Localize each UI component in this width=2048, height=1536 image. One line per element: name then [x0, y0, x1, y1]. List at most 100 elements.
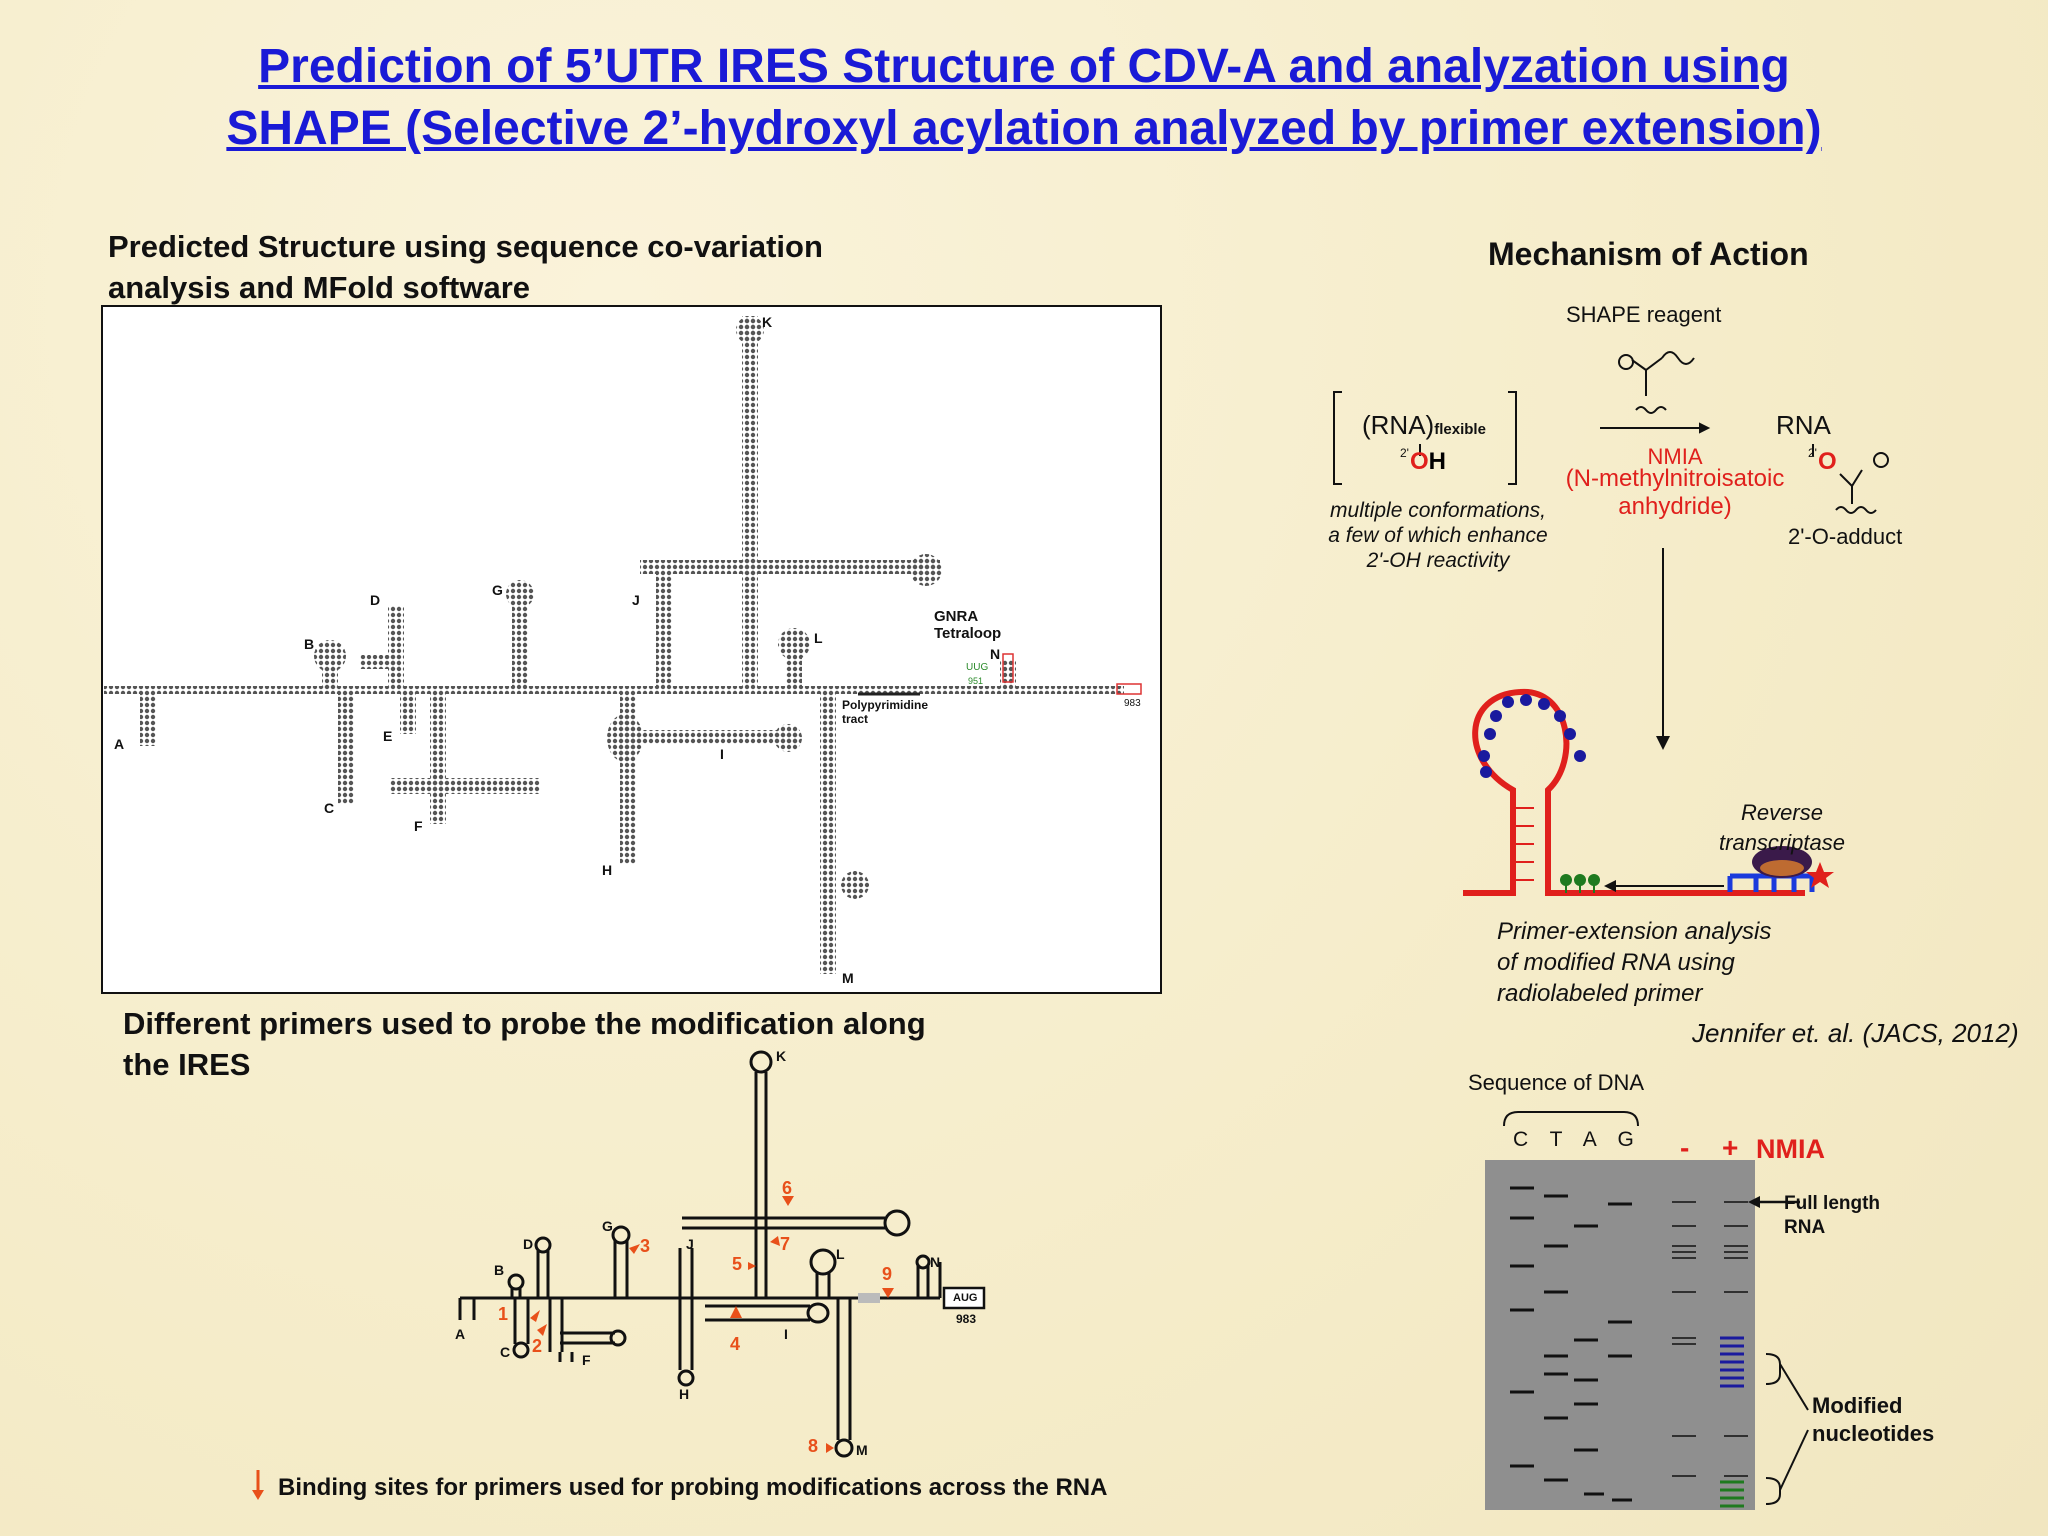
- map-label-c: C: [500, 1344, 511, 1360]
- loop-label-g: G: [492, 582, 503, 598]
- full-length-line-1: Full length: [1784, 1193, 1881, 1214]
- map-label-f: F: [582, 1352, 591, 1368]
- primer-4-label: 4: [730, 1334, 741, 1354]
- primer-1-label: 1: [498, 1304, 509, 1324]
- rt-line-1: Reverse: [1741, 800, 1823, 825]
- slide-title: Prediction of 5’UTR IRES Structure of CD…: [0, 36, 2048, 160]
- primer-5-label: 5: [732, 1254, 743, 1274]
- gnra-tetraloop-label: GNRA Tetraloop: [934, 608, 1002, 642]
- predicted-heading-line-2: analysis and MFold software: [108, 270, 531, 305]
- hairpin-diagram: [1463, 688, 1834, 896]
- adduct-label: 2'-O-adduct: [1788, 524, 1903, 549]
- citation: Jennifer et. al. (JACS, 2012): [1692, 1018, 2019, 1048]
- predicted-heading-line-1: Predicted Structure using sequence co-va…: [108, 229, 823, 264]
- desc-line-1: multiple conformations,: [1330, 499, 1546, 522]
- primers-heading-line-1: Different primers used to probe the modi…: [123, 1006, 926, 1041]
- map-label-j: J: [686, 1236, 694, 1252]
- map-label-b: B: [494, 1262, 505, 1278]
- loop-label-b: B: [304, 636, 315, 652]
- shape-reagent-label: SHAPE reagent: [1566, 302, 1722, 327]
- pe-line-1: Primer-extension analysis: [1497, 918, 1772, 945]
- reverse-transcriptase-label: Reverse transcriptase: [1712, 798, 1852, 858]
- lane-bracket: [1503, 1111, 1639, 1127]
- nmia-full-line-2: anhydride): [1618, 493, 1732, 520]
- loop-label-l: L: [814, 630, 823, 646]
- title-line-2: SHAPE (Selective 2’-hydroxyl acylation a…: [226, 102, 1822, 155]
- primer-9-label: 9: [882, 1264, 893, 1284]
- product-o: O: [1818, 448, 1837, 475]
- title-line-1: Prediction of 5’UTR IRES Structure of CD…: [258, 40, 1790, 93]
- lane-a: A: [1582, 1128, 1596, 1151]
- nmia-label: NMIA (N-methylnitroisatoic anhydride): [1555, 442, 1795, 522]
- primer-7-label: 7: [780, 1234, 791, 1254]
- product-2prime: 2': [1808, 446, 1817, 460]
- modified-nucleotides-label: Modified nucleotides: [1812, 1392, 1934, 1448]
- pe-line-2: of modified RNA using: [1497, 949, 1735, 976]
- loop-label-i: I: [720, 746, 724, 762]
- gel-bands: [1510, 1186, 1632, 1502]
- loop-label-e: E: [383, 728, 393, 744]
- map-label-n: N: [930, 1254, 941, 1270]
- primer-3-label: 3: [640, 1236, 651, 1256]
- lane-c: C: [1513, 1128, 1529, 1151]
- map-983-label: 983: [956, 1312, 977, 1326]
- predicted-structure: [104, 316, 1124, 974]
- modified-line-2: nucleotides: [1812, 1421, 1935, 1446]
- primer-8-label: 8: [808, 1436, 819, 1456]
- lane-g: G: [1617, 1128, 1634, 1151]
- primer-legend-caption: Binding sites for primers used for probi…: [278, 1474, 1108, 1501]
- rt-line-2: transcriptase: [1719, 830, 1845, 855]
- aug-box-label: AUG: [953, 1292, 978, 1304]
- predicted-structure-box: [101, 305, 1162, 994]
- full-length-label: Full length RNA: [1784, 1192, 1880, 1240]
- modified-line-1: Modified: [1812, 1393, 1903, 1418]
- gel-sequence-title: Sequence of DNA: [1468, 1070, 1645, 1095]
- plus-lane-label: +: [1722, 1132, 1739, 1163]
- map-label-d: D: [523, 1236, 534, 1252]
- primers-heading-line-2: the IRES: [123, 1047, 251, 1082]
- flexible-subscript: flexible: [1434, 421, 1486, 438]
- loop-label-j: J: [632, 592, 640, 608]
- nmia-abbrev: NMIA: [1647, 444, 1703, 469]
- loop-label-m: M: [842, 970, 854, 986]
- rna-flexible-label: (RNA): [1362, 410, 1435, 440]
- mechanism-heading: Mechanism of Action: [1488, 236, 1809, 272]
- oh-h: H: [1428, 448, 1447, 475]
- loop-label-k: K: [762, 314, 773, 330]
- primer-extension-description: Primer-extension analysis of modified RN…: [1497, 916, 1771, 1009]
- map-label-m: M: [856, 1442, 868, 1458]
- loop-label-h: H: [602, 862, 613, 878]
- conformations-description: multiple conformations, a few of which e…: [1298, 498, 1578, 573]
- pos-983-label: 983: [1124, 698, 1141, 709]
- gel-lane-labels: C T A G: [1513, 1128, 1634, 1152]
- loop-label-f: F: [414, 818, 423, 834]
- primer-6-label: 6: [782, 1178, 793, 1198]
- minus-lane-label: -: [1680, 1132, 1690, 1163]
- primer-arrows: [530, 1196, 894, 1453]
- loop-label-n: N: [990, 646, 1001, 662]
- nmia-full-line-1: (N-methylnitroisatoic: [1565, 465, 1785, 492]
- rna-flexible: (RNA)flexible: [1362, 410, 1486, 441]
- pos-951-label: 951: [968, 676, 984, 686]
- map-label-k: K: [776, 1048, 787, 1064]
- loop-label-d: D: [370, 592, 381, 608]
- desc-line-3: 2'-OH reactivity: [1366, 549, 1510, 572]
- map-label-a: A: [455, 1326, 466, 1342]
- uug-label: UUG: [966, 662, 989, 673]
- map-label-l: L: [836, 1246, 845, 1262]
- polypyrimidine-label: Polypyrimidine tract: [842, 698, 929, 726]
- pe-line-3: radiolabeled primer: [1497, 980, 1703, 1007]
- mechanism-graphics: [1333, 351, 1889, 740]
- full-length-line-2: RNA: [1784, 1217, 1826, 1238]
- gel-image: [1485, 1160, 1755, 1510]
- predicted-heading: Predicted Structure using sequence co-va…: [108, 226, 823, 308]
- map-label-g: G: [602, 1218, 613, 1234]
- oh-2prime: 2': [1400, 446, 1409, 460]
- gel-nmia-label: NMIA: [1756, 1134, 1825, 1164]
- primers-heading: Different primers used to probe the modi…: [123, 1003, 926, 1085]
- lane-t: T: [1549, 1128, 1563, 1151]
- desc-line-2: a few of which enhance: [1328, 524, 1548, 547]
- oh-group: OH: [1410, 448, 1446, 476]
- primer-2-label: 2: [532, 1336, 543, 1356]
